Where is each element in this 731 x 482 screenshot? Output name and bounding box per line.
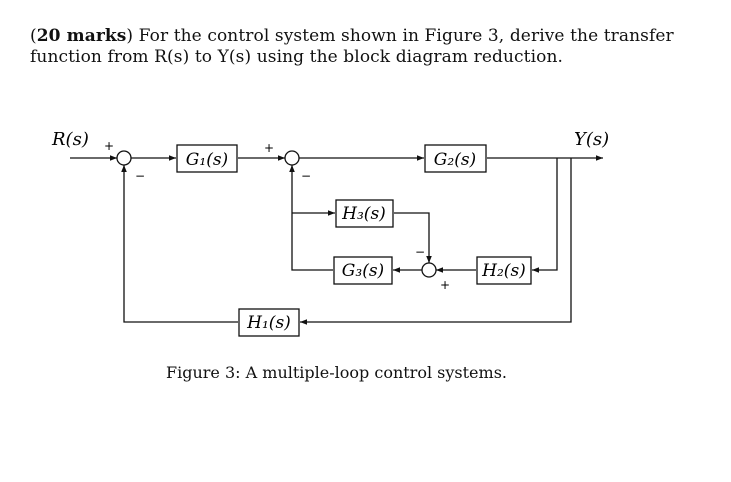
block-h2-label: H₂(s) xyxy=(481,261,526,281)
block-h3-label: H₃(s) xyxy=(341,204,386,224)
h1-feedback-line xyxy=(300,158,572,325)
sum1-minus-sign: − xyxy=(135,169,145,183)
summing-junction-3 xyxy=(421,262,437,278)
figure-caption: Figure 3: A multiple-loop control system… xyxy=(166,363,507,382)
block-h1 xyxy=(238,308,300,337)
sum2-plus-sign: + xyxy=(264,141,274,155)
sum3-plus-sign: + xyxy=(440,278,450,292)
g3-feedback-line xyxy=(289,165,333,271)
block-h3 xyxy=(335,199,394,228)
marks-label: 20 marks xyxy=(36,26,127,46)
h2-feedback-line xyxy=(532,158,558,273)
block-g2 xyxy=(424,144,487,173)
block-g1 xyxy=(176,144,238,173)
block-g2-label: G₂(s) xyxy=(434,150,476,170)
block-g3 xyxy=(333,256,393,285)
summing-junction-1 xyxy=(116,150,132,166)
summing-junction-2 xyxy=(284,150,300,166)
question-body: ) For the control system shown in Figure… xyxy=(30,26,674,67)
question-text: (20 marks) For the control system shown … xyxy=(30,26,710,68)
h1-to-sum1-line xyxy=(121,165,238,323)
open-paren: ( xyxy=(30,26,37,46)
block-h1-label: H₁(s) xyxy=(246,313,291,333)
input-label: R(s) xyxy=(51,129,89,150)
block-h2 xyxy=(476,256,532,285)
block-g1-label: G₁(s) xyxy=(186,150,228,170)
sum1-plus-sign: + xyxy=(104,139,114,153)
block-g3-label: G₃(s) xyxy=(342,261,384,281)
sum3-minus-sign: − xyxy=(415,245,425,259)
output-label: Y(s) xyxy=(574,129,609,150)
h3-to-sum3-line xyxy=(394,212,432,263)
sum2-minus-sign: − xyxy=(301,169,311,183)
